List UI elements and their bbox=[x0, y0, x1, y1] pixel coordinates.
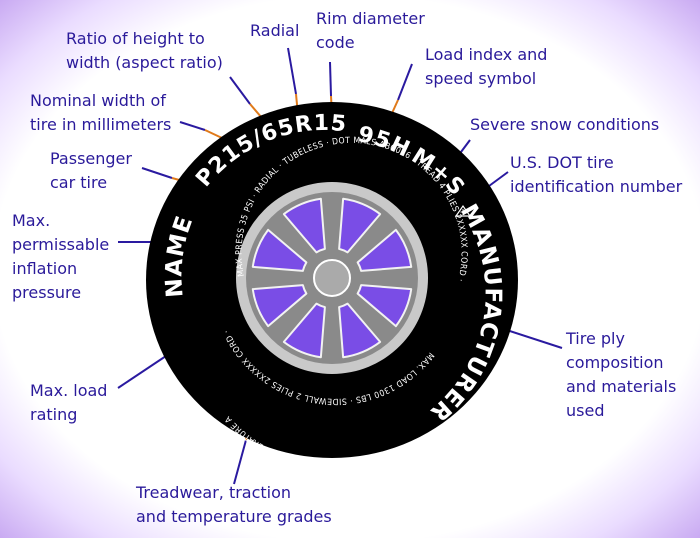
label-severe-snow: Severe snow conditions bbox=[470, 115, 659, 134]
snowflake-mountain-icon bbox=[454, 204, 472, 217]
callout-labels: Ratio of height to width (aspect ratio) … bbox=[12, 9, 683, 526]
label-aspect-ratio: Ratio of height to width (aspect ratio) bbox=[66, 29, 223, 72]
rim-window bbox=[338, 197, 382, 254]
label-rim-diameter: Rim diameter code bbox=[316, 9, 430, 52]
rim-window bbox=[338, 302, 382, 359]
rim-window bbox=[251, 284, 308, 328]
label-passenger: Passenger car tire bbox=[50, 149, 137, 192]
rim-windows bbox=[251, 197, 413, 359]
label-load-speed: Load index and speed symbol bbox=[425, 45, 553, 88]
label-ply: Tire ply composition and materials used bbox=[565, 329, 681, 420]
leader-radial bbox=[287, 47, 299, 116]
label-max-load: Max. load rating bbox=[30, 381, 113, 424]
rim-window bbox=[282, 302, 326, 359]
rim-window bbox=[282, 197, 326, 254]
hub-cap bbox=[313, 259, 351, 297]
leader-aspect-ratio bbox=[229, 76, 263, 119]
leader-nominal-width bbox=[179, 121, 223, 139]
label-dot: U.S. DOT tire identification number bbox=[510, 153, 683, 196]
label-radial: Radial bbox=[250, 21, 299, 40]
rim-window bbox=[356, 228, 413, 272]
tire bbox=[146, 102, 518, 458]
label-inflation: Max. permissable inflation pressure bbox=[12, 211, 114, 302]
rim-window bbox=[251, 228, 308, 272]
rim-window bbox=[356, 284, 413, 328]
label-utqg: Treadwear, traction and temperature grad… bbox=[135, 483, 332, 526]
label-nominal-width: Nominal width of tire in millimeters bbox=[30, 91, 171, 134]
